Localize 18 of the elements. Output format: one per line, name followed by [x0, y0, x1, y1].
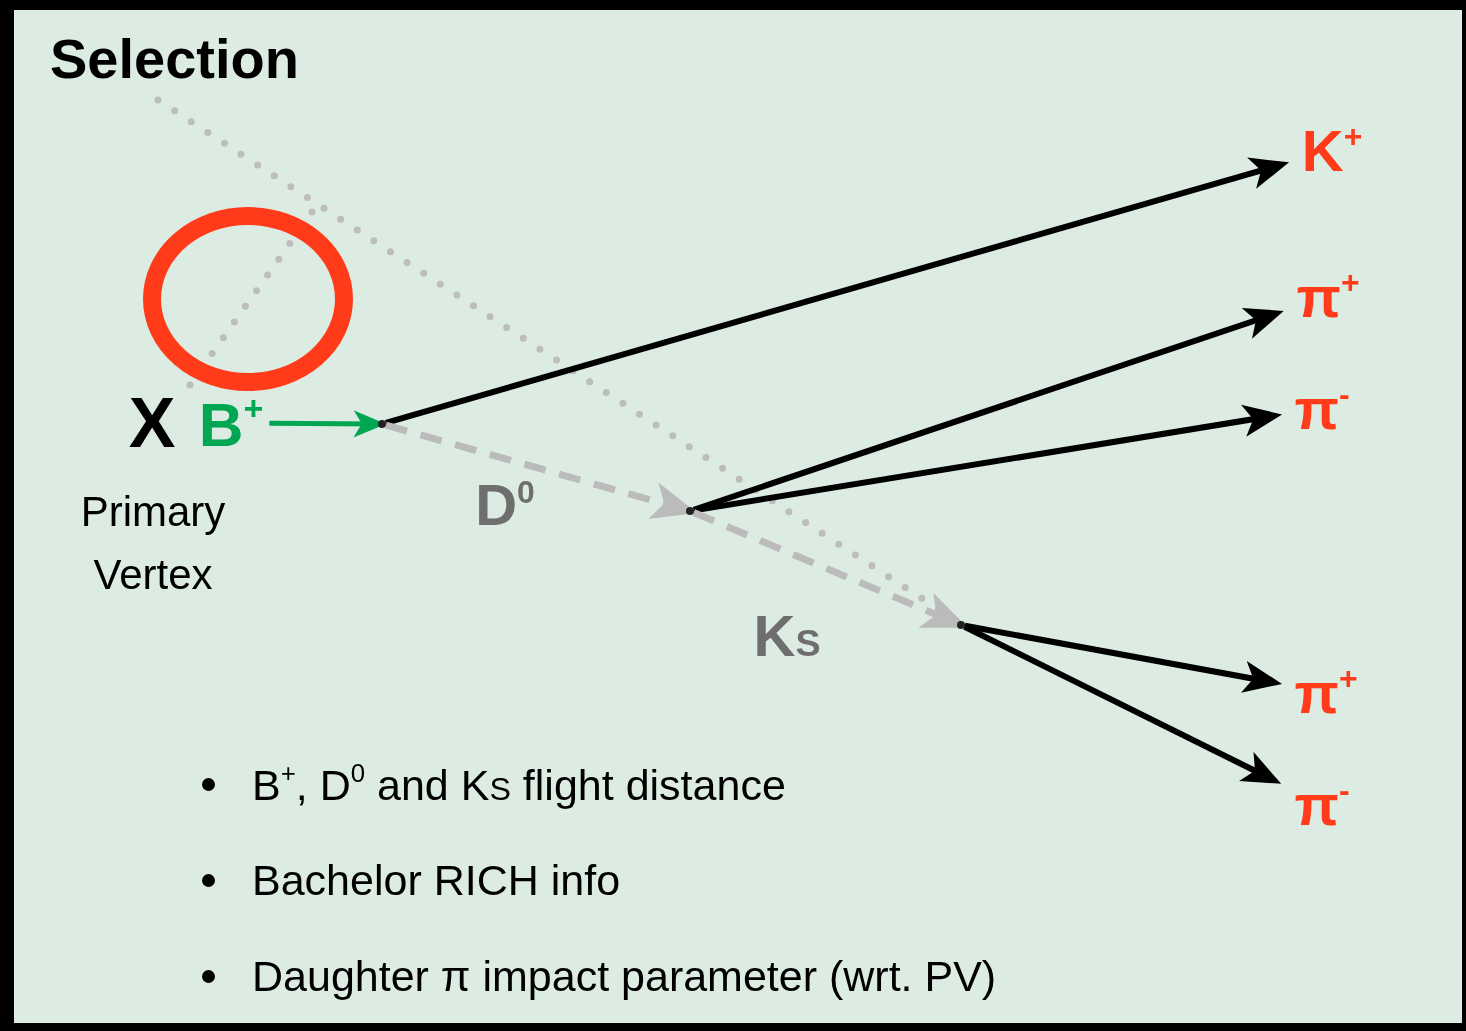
particle-label: π$^{-}$: [1294, 378, 1350, 438]
arrow: [964, 622, 1283, 693]
vertex-marker: X: [128, 388, 176, 458]
vertex-dot: [957, 621, 965, 629]
arrow: [963, 624, 1282, 784]
particle-label: π$^{+}$: [1296, 266, 1360, 326]
arrow: [385, 157, 1290, 426]
bullet-text: Bachelor RICH info: [252, 855, 621, 907]
vertex-label: Primary Vertex: [79, 487, 227, 600]
particle-label: K$^{+}$: [1301, 120, 1363, 180]
particle-label: π$^{+}$: [1294, 662, 1358, 722]
particle-label: π$^{-}$: [1294, 774, 1350, 834]
vertex-dot: [378, 420, 386, 428]
title: Selection: [50, 28, 299, 90]
particle-label: B$^{+}$: [198, 390, 264, 456]
arrow: [693, 404, 1283, 514]
vertex-dot: [686, 507, 694, 515]
bullet-text: Daughter π impact parameter (wrt. PV): [252, 951, 997, 1003]
